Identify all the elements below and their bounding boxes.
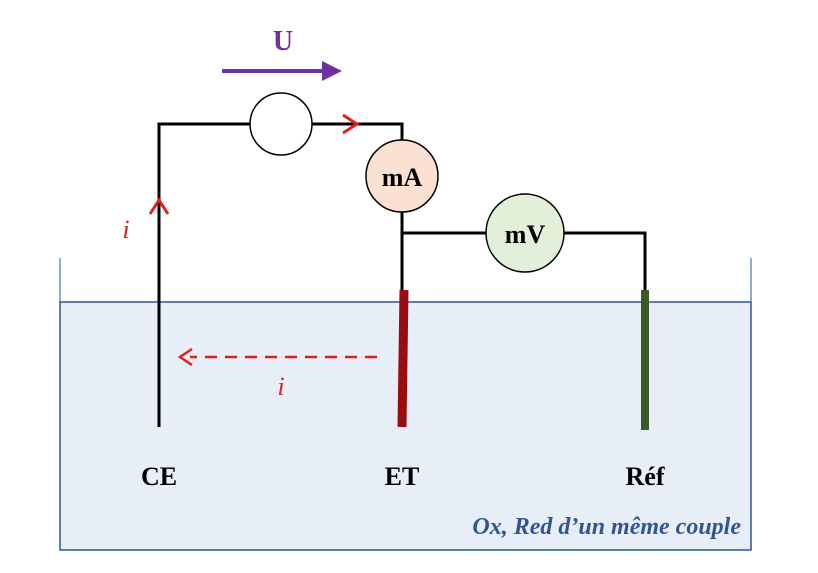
voltmeter-label: mV [505,220,546,249]
working-electrode-label: ET [385,462,420,491]
voltage-arrow-icon [322,61,342,81]
counter-electrode-label: CE [141,462,177,491]
current-arrow-left-icon [148,197,170,215]
voltmeter-right-wire [564,231,647,290]
solution-current-arrow-icon [177,347,193,367]
current-arrow-top-icon [342,113,360,135]
current-label-top: i [122,215,129,244]
ammeter-label: mA [382,163,423,192]
solution-caption: Ox, Red d’un même couple [472,514,741,540]
ammeter [365,139,439,213]
circle-generator-icon [249,92,313,156]
reference-electrode-label: Réf [626,462,665,491]
voltmeter [485,193,565,273]
voltage-label: U [273,26,293,57]
working-electrode [397,289,409,428]
current-label-bottom: i [277,372,284,401]
